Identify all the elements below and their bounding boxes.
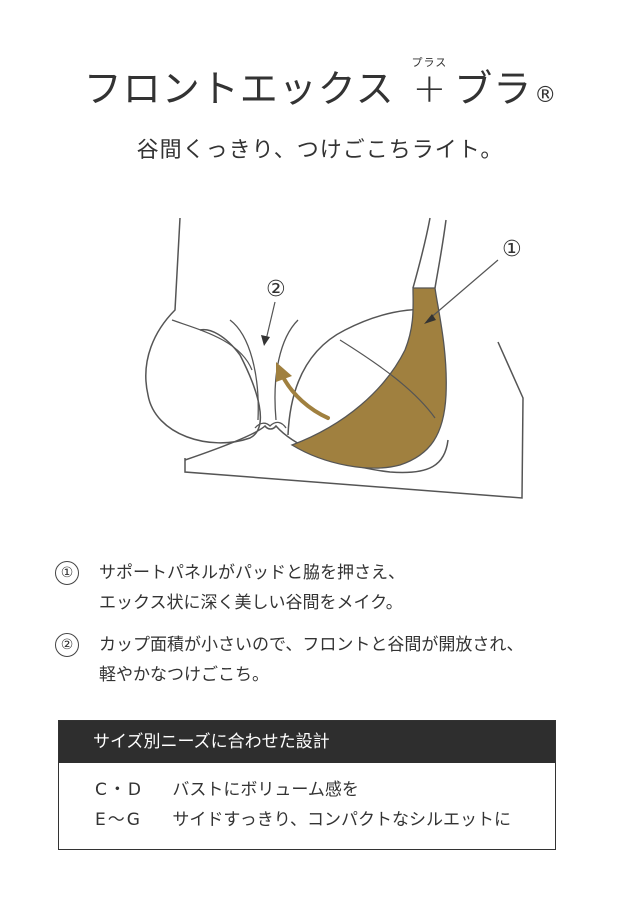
feature-1-line-2: エックス状に深く美しい谷間をメイク。 <box>99 593 403 613</box>
right-cup <box>287 308 431 436</box>
support-panel <box>290 287 447 469</box>
size-row-eg: E〜G サイドすっきり、コンパクトなシルエットに <box>95 805 555 835</box>
feature-1-text: サポートパネルがパッドと脇を押さえ、 エックス状に深く美しい谷間をメイク。 <box>99 558 615 618</box>
underwire <box>254 421 287 429</box>
push-arrow-head <box>276 362 292 382</box>
size-table-header: サイズ別ニーズに合わせた設計 <box>59 721 555 763</box>
feature-2-line-1: カップ面積が小さいので、フロントと谷間が開放され、 <box>99 635 524 655</box>
size-row-cd: C・D バストにボリューム感を <box>95 775 555 805</box>
label-2: ② <box>266 277 286 302</box>
feature-1-number: ① <box>55 561 79 585</box>
right-strap-outer <box>412 217 431 289</box>
pointer-arrow-2 <box>261 335 270 346</box>
subtitle: 谷間くっきり、つけごこちライト。 <box>136 138 504 163</box>
pointer-line-2 <box>265 301 276 341</box>
title-plus: + <box>412 66 447 112</box>
push-arrow <box>280 373 330 420</box>
panel-seam-1 <box>339 339 436 419</box>
feature-2-line-2: 軽やかなつけごこち。 <box>99 665 269 685</box>
size-code: E〜G <box>95 810 142 830</box>
bra-band <box>184 341 524 499</box>
cleavage-curve-left <box>229 319 259 421</box>
size-table: サイズ別ニーズに合わせた設計 C・D バストにボリューム感を E〜G サイドすっ… <box>58 720 556 850</box>
feature-2: ② カップ面積が小さいので、フロントと谷間が開放され、 軽やかなつけごこち。 <box>55 630 615 690</box>
title-main: フロントエックス <box>83 67 395 111</box>
pointer-arrow-1 <box>424 314 436 324</box>
title-plus-group: プラス+ <box>412 56 447 112</box>
title-plus-ruby: プラス <box>411 56 448 69</box>
size-table-body: C・D バストにボリューム感を E〜G サイドすっきり、コンパクトなシルエットに <box>59 763 555 849</box>
bra-illustration: ① ② <box>145 217 524 499</box>
page-title: フロントエックスプラス+ブラ® <box>0 56 640 113</box>
left-cup-inner <box>171 319 253 371</box>
left-cup <box>145 217 262 444</box>
size-desc: バストにボリューム感を <box>172 780 359 800</box>
feature-2-text: カップ面積が小さいので、フロントと谷間が開放され、 軽やかなつけごこち。 <box>99 630 615 690</box>
feature-1: ① サポートパネルがパッドと脇を押さえ、 エックス状に深く美しい谷間をメイク。 <box>55 558 615 618</box>
feature-2-number: ② <box>55 633 79 657</box>
size-code: C・D <box>95 780 143 800</box>
pointer-line-1 <box>427 259 499 321</box>
cleavage-curve-right <box>274 319 299 421</box>
feature-1-line-1: サポートパネルがパッドと脇を押さえ、 <box>99 563 405 583</box>
right-strap-inner <box>434 219 447 289</box>
size-desc: サイドすっきり、コンパクトなシルエットに <box>172 810 512 830</box>
center-gore <box>184 424 449 474</box>
title-suffix: ブラ <box>454 67 533 111</box>
label-1: ① <box>502 237 522 262</box>
registered-mark: ® <box>534 83 557 108</box>
